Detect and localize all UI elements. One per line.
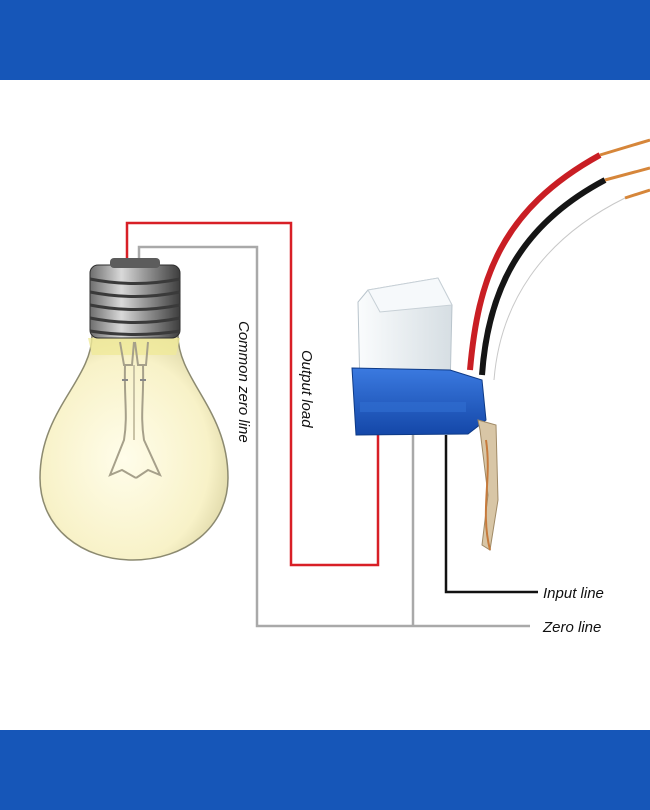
input-line-label: Input line — [543, 585, 604, 602]
bottom-banner — [0, 730, 650, 810]
light-bulb-icon — [39, 258, 229, 561]
sensor-lead-red — [467, 152, 602, 371]
photocell-switch-icon — [351, 138, 650, 551]
wiring-diagram: Common zero line Output load Input line … — [39, 138, 650, 636]
common-zero-wire — [137, 245, 530, 628]
filament — [108, 341, 162, 479]
output-load-wire — [125, 221, 380, 567]
input-line-wire — [444, 435, 538, 594]
bulb-glass — [39, 334, 229, 561]
sensor-lead-black — [479, 177, 607, 376]
sensor-base — [351, 367, 487, 436]
common-zero-line-label: Common zero line — [235, 321, 252, 443]
output-load-label: Output load — [298, 350, 315, 428]
bulb-screw-base — [89, 264, 181, 339]
top-banner — [0, 0, 650, 80]
bulb-contact — [110, 258, 160, 268]
zero-line-label: Zero line — [542, 619, 601, 636]
